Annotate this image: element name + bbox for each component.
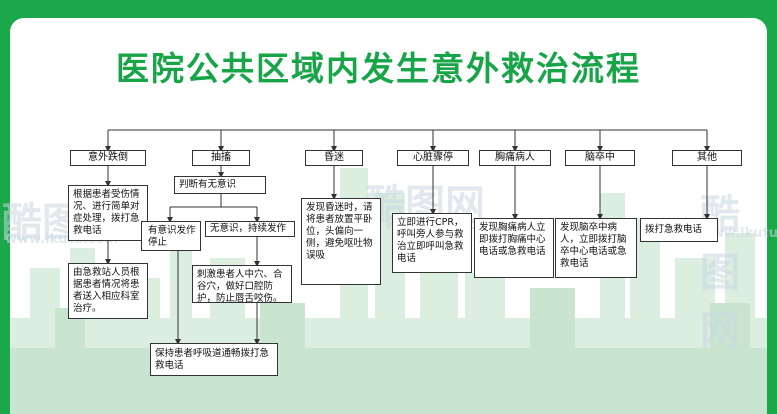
category-other: 其他: [672, 150, 742, 166]
category-cardiac-arrest: 心脏骤停: [397, 150, 469, 166]
fall-step-1: 根据患者受伤情况、进行简单对症处理，拨打急救电话: [68, 185, 148, 241]
page-title: 医院公共区域内发生意外救治流程: [116, 49, 641, 88]
stroke-action: 发现脑卒中病人，立即拨打脑卒中心电话或急救电话: [555, 218, 637, 278]
chest-pain-action: 发现胸痛病人立即拨打胸痛中心电话或急救电话: [474, 218, 554, 278]
category-coma: 昏迷: [305, 150, 363, 166]
cardiac-action: 立即进行CPR，呼叫旁人参与救治立即呼叫急救电话: [392, 213, 472, 273]
fall-step-2: 由急救站人员根据患者情况将患者送入相应科室治疗。: [68, 263, 148, 319]
other-action: 拨打急救电话: [640, 218, 718, 242]
category-chest-pain: 胸痛病人: [479, 150, 551, 166]
category-seizure: 抽搐: [192, 150, 250, 166]
category-fall: 意外跌倒: [70, 150, 146, 166]
seizure-action: 刺激患者人中穴、合谷穴，做好口腔防护，防止唇舌咬伤。: [192, 265, 292, 304]
seizure-unconscious: 无意识，持续发作: [205, 221, 295, 237]
seizure-final: 保持患者呼吸道通畅拨打急救电话: [150, 343, 278, 376]
watermark-url: www.ikutu.com: [700, 226, 777, 241]
seizure-judge: 判断有无意识: [174, 176, 266, 194]
seizure-conscious: 有意识发作停止: [141, 221, 201, 251]
coma-action: 发现昏迷时，请将患者放置平卧位，头偏向一侧，避免呕吐物误吸: [301, 198, 381, 285]
category-stroke: 脑卒中: [565, 150, 635, 166]
